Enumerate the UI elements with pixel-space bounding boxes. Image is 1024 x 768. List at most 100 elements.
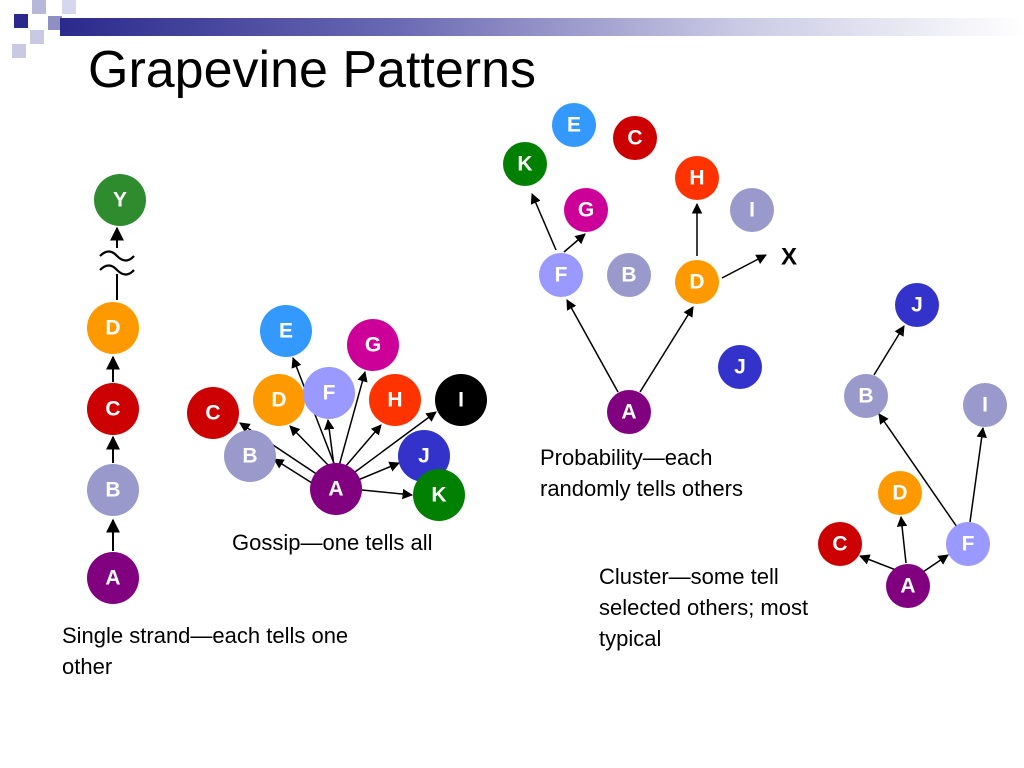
node-d: D xyxy=(675,260,719,304)
svg-text:K: K xyxy=(517,153,532,176)
node-c: C xyxy=(87,383,139,435)
node-a: A xyxy=(607,390,651,434)
caption-line: other xyxy=(62,654,113,679)
x-mark: X xyxy=(781,244,797,271)
gossip-caption: Gossip—one tells all xyxy=(232,527,433,558)
node-f: F xyxy=(303,367,355,419)
arrow-a-d xyxy=(896,515,908,564)
arrow-a-i xyxy=(354,411,437,473)
node-a-center: A xyxy=(310,463,362,515)
probability-caption: Probability—each randomly tells others xyxy=(540,442,743,504)
node-d: D xyxy=(87,302,139,354)
svg-text:C: C xyxy=(832,533,847,556)
arrow-a-g xyxy=(338,370,368,467)
arrow-a-b-gossip xyxy=(273,458,313,484)
node-b: B xyxy=(87,464,139,516)
node-a: A xyxy=(87,552,139,604)
node-g: G xyxy=(564,188,608,232)
svg-text:C: C xyxy=(627,127,642,150)
svg-text:D: D xyxy=(689,271,704,294)
node-f: F xyxy=(539,253,583,297)
svg-text:Y: Y xyxy=(113,189,127,212)
svg-text:J: J xyxy=(418,445,430,468)
node-c: C xyxy=(613,116,657,160)
caption-line: selected others; most xyxy=(599,595,809,620)
gossip-pattern: E G D F H I C B J K A xyxy=(187,305,487,521)
node-b: B xyxy=(844,374,888,418)
single-strand-pattern: Y D C B A xyxy=(87,174,146,604)
svg-text:D: D xyxy=(271,389,286,412)
svg-text:J: J xyxy=(911,294,923,317)
svg-text:C: C xyxy=(105,398,120,421)
node-b: B xyxy=(607,253,651,297)
node-f: F xyxy=(946,522,990,566)
node-k: K xyxy=(503,142,547,186)
node-h: H xyxy=(369,374,421,426)
node-g: G xyxy=(347,319,399,371)
title-bar xyxy=(60,18,1024,36)
corner-decoration xyxy=(12,0,76,58)
single-strand-caption: Single strand—each tells one other xyxy=(62,620,348,682)
svg-text:F: F xyxy=(962,533,975,556)
arrow-a-d xyxy=(289,425,331,468)
arrow-f-g xyxy=(563,233,586,253)
node-j: J xyxy=(895,283,939,327)
caption-line: Gossip—one tells all xyxy=(232,530,433,555)
arrow-b-j xyxy=(873,325,905,376)
svg-text:D: D xyxy=(105,317,120,340)
caption-line: Single strand—each tells one xyxy=(62,623,349,648)
svg-text:A: A xyxy=(900,575,915,598)
node-i: I xyxy=(730,188,774,232)
svg-text:A: A xyxy=(105,567,120,590)
arrow-f-i xyxy=(969,426,987,523)
node-b: B xyxy=(224,430,276,482)
node-a: A xyxy=(886,564,930,608)
arrow-a-c xyxy=(859,554,897,571)
svg-text:B: B xyxy=(858,385,873,408)
node-i: I xyxy=(435,374,487,426)
svg-text:B: B xyxy=(105,479,120,502)
node-d: D xyxy=(253,374,305,426)
arrow-d-x xyxy=(721,254,767,279)
caption-line: Cluster—some tell xyxy=(599,564,779,589)
cluster-pattern: J B I D C F A xyxy=(818,283,1007,608)
node-i: I xyxy=(963,383,1007,427)
svg-text:E: E xyxy=(567,114,581,137)
arrow-a-h xyxy=(344,424,382,468)
svg-text:F: F xyxy=(555,264,568,287)
node-k: K xyxy=(413,469,465,521)
node-d: D xyxy=(878,471,922,515)
svg-text:G: G xyxy=(365,334,381,357)
svg-text:K: K xyxy=(431,484,446,507)
svg-text:I: I xyxy=(982,394,988,417)
arrow-f-k xyxy=(530,193,557,251)
svg-text:I: I xyxy=(749,199,755,222)
node-e: E xyxy=(260,305,312,357)
svg-text:G: G xyxy=(578,199,594,222)
arrow-a-d xyxy=(639,306,694,393)
svg-text:H: H xyxy=(689,167,704,190)
arrow-a-f xyxy=(324,418,335,467)
svg-text:F: F xyxy=(323,382,336,405)
probability-pattern: X E C K H G I F B D J A xyxy=(503,103,797,434)
svg-text:I: I xyxy=(458,389,464,412)
svg-text:H: H xyxy=(387,389,402,412)
svg-text:B: B xyxy=(242,445,257,468)
svg-text:C: C xyxy=(205,402,220,425)
arrow-a-k xyxy=(361,488,414,500)
svg-text:A: A xyxy=(621,401,636,424)
node-j: J xyxy=(398,430,450,482)
node-j: J xyxy=(718,345,762,389)
node-c: C xyxy=(818,522,862,566)
cluster-caption: Cluster—some tell selected others; most … xyxy=(599,561,808,654)
arrow-f-b xyxy=(878,413,958,528)
svg-text:B: B xyxy=(621,264,636,287)
node-y: Y xyxy=(94,174,146,226)
svg-text:A: A xyxy=(328,478,343,501)
svg-text:D: D xyxy=(892,482,907,505)
node-e: E xyxy=(552,103,596,147)
svg-text:J: J xyxy=(734,356,746,379)
node-h: H xyxy=(675,156,719,200)
arrow-a-f xyxy=(919,554,949,575)
